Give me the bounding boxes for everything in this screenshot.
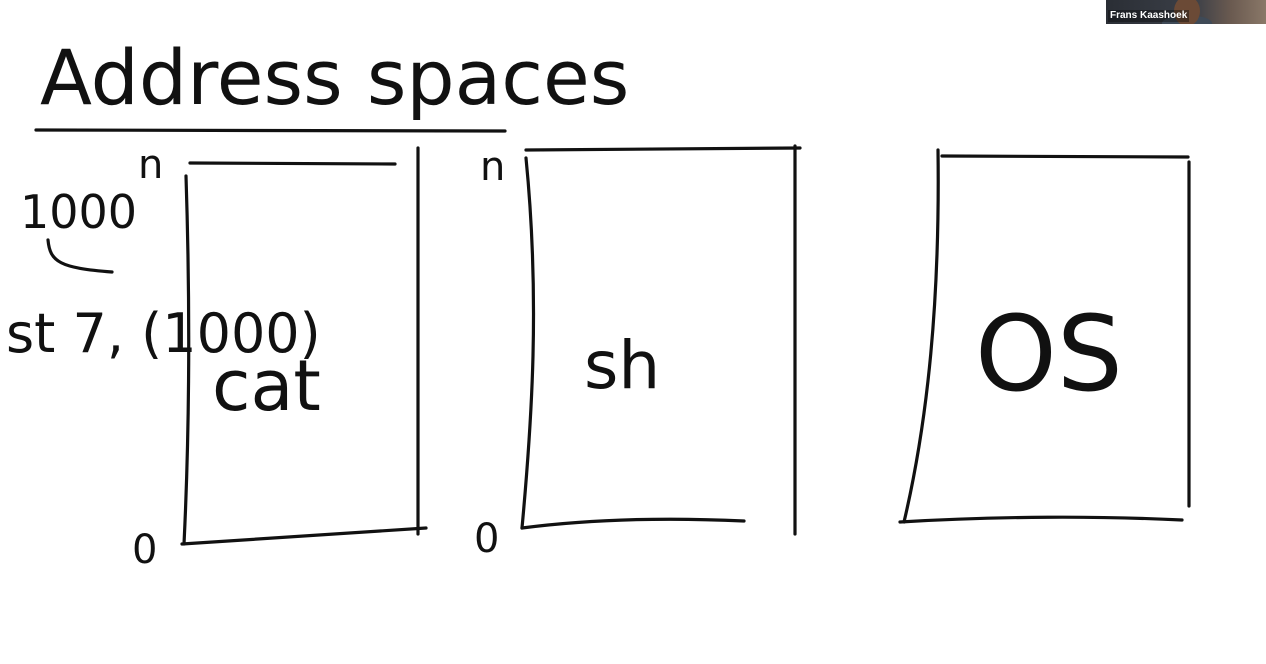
box-sh-bottom-edge: [520, 517, 746, 530]
participant-video-tile[interactable]: Frans Kaashoek: [1106, 0, 1266, 24]
address-space-box-sh: sh n 0: [474, 144, 802, 562]
box-cat-bottom-edge: [180, 526, 428, 546]
margin-note-connector: [46, 238, 114, 274]
box-cat-label: cat: [212, 345, 321, 427]
address-space-box-os: OS: [898, 148, 1191, 524]
page-title: Address spaces: [40, 33, 629, 122]
address-space-box-cat: cat n 0: [132, 142, 428, 573]
box-os-bottom-edge: [898, 515, 1184, 524]
box-os-top-edge: [940, 154, 1190, 159]
box-os-label: OS: [975, 293, 1123, 415]
box-cat-bottom-address: 0: [132, 527, 157, 573]
box-sh-label: sh: [584, 327, 660, 404]
box-cat-top-edge: [188, 161, 397, 166]
margin-note-instruction: st 7, (1000): [6, 302, 321, 365]
box-sh-bottom-address: 0: [474, 516, 499, 562]
box-cat-top-address: n: [138, 142, 163, 188]
box-sh-left-edge: [520, 156, 536, 530]
box-sh-top-address: n: [480, 144, 505, 190]
box-cat-left-edge: [182, 174, 191, 546]
participant-face-icon: [1174, 0, 1200, 24]
participant-name: Frans Kaashoek: [1108, 10, 1190, 22]
box-os-left-edge: [902, 148, 940, 524]
box-sh-top-edge: [524, 146, 802, 152]
margin-note-value: 1000: [20, 185, 137, 239]
title-underline: [34, 128, 507, 133]
